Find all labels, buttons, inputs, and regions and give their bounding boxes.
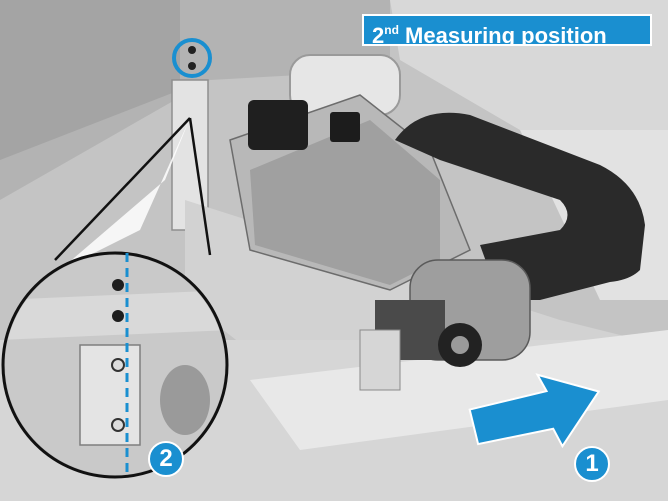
measuring-position-label: 2nd Measuring position: [362, 14, 652, 46]
zoom-line-left: [54, 117, 191, 261]
screw-hole-icon: [112, 310, 124, 322]
zoom-roller: [160, 365, 210, 435]
screw-hole-icon: [112, 279, 124, 291]
step-2-badge: 2: [148, 441, 184, 477]
knob-center: [451, 336, 469, 354]
front-rail: [250, 330, 668, 450]
device-side-panel: [250, 120, 440, 285]
screw-hole-icon: [188, 46, 196, 54]
screw-hole-icon: [188, 62, 196, 70]
zoom-detail-content: [5, 255, 225, 475]
mounting-screw: [111, 418, 125, 432]
arrow-left-icon: [468, 373, 601, 449]
position-label-text: Measuring position: [398, 23, 607, 46]
mounting-screw: [111, 358, 125, 372]
screw-marker-circle: [172, 38, 212, 78]
device-handle: [395, 112, 645, 301]
position-ordinal-suffix: nd: [384, 23, 399, 37]
zoom-line-right: [188, 117, 212, 256]
left-panel: [0, 0, 180, 160]
step-1-badge: 1: [574, 446, 610, 482]
zoom-bracket: [79, 344, 141, 446]
connector-block: [330, 112, 360, 142]
position-ordinal-number: 2: [372, 23, 385, 46]
front-plate: [359, 329, 401, 391]
electronics-block: [248, 100, 308, 150]
